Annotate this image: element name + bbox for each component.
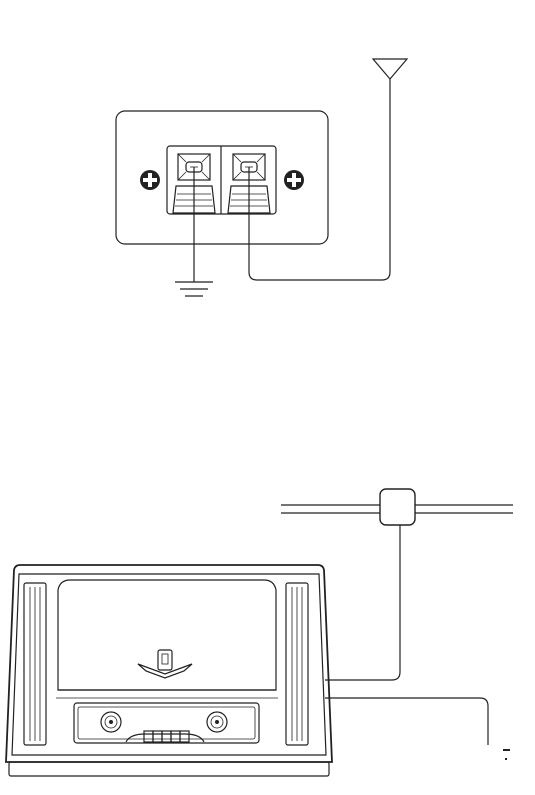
radio-emblem bbox=[138, 650, 192, 678]
ground-symbol bbox=[175, 282, 213, 296]
antenna-wire bbox=[249, 79, 390, 280]
antenna-symbol bbox=[373, 59, 407, 79]
mounting-screw-right bbox=[284, 170, 304, 190]
antenna-splitter-box bbox=[380, 489, 415, 525]
antenna-lead-in bbox=[325, 525, 400, 680]
radio-push-buttons bbox=[126, 731, 204, 742]
radio-cable bbox=[325, 698, 488, 745]
radio-knob-right bbox=[207, 712, 227, 732]
mounting-screw-left bbox=[140, 170, 160, 190]
plug-mark bbox=[503, 749, 510, 760]
radio-knob-left bbox=[101, 712, 121, 732]
radio-cabinet bbox=[6, 565, 332, 776]
